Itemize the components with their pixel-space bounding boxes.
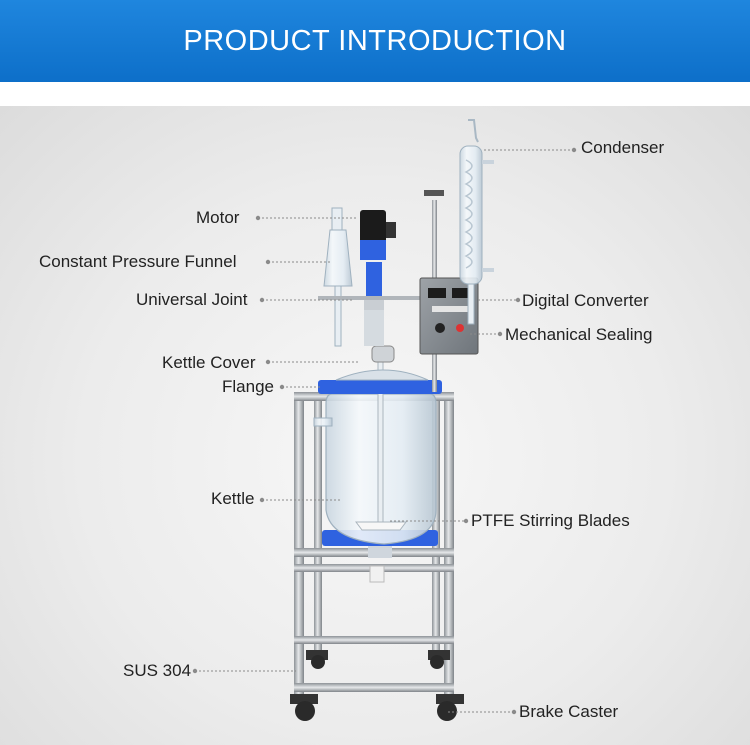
kettle-cover: [335, 369, 429, 381]
label-motor: Motor: [196, 208, 240, 227]
label-brake-caster: Brake Caster: [519, 702, 619, 721]
label-sus-304: SUS 304: [123, 661, 192, 680]
label-ptfe-stirring-blades: PTFE Stirring Blades: [471, 511, 630, 530]
label-kettle: Kettle: [211, 489, 255, 508]
top-flange: [318, 380, 442, 394]
casters: [290, 650, 464, 721]
condenser-column: [459, 119, 494, 325]
leader-dots: [192, 147, 577, 715]
digital-control-box: [419, 277, 479, 355]
label-kettle-cover: Kettle Cover: [162, 353, 256, 372]
label-condenser: Condenser: [581, 138, 665, 157]
page-title: PRODUCT INTRODUCTION: [183, 24, 567, 57]
label-constant-pressure-funnel: Constant Pressure Funnel: [39, 252, 237, 271]
label-universal-joint: Universal Joint: [136, 290, 248, 309]
leader-lines: [195, 149, 574, 713]
motor-unit: [360, 210, 396, 346]
label-mechanical-sealing: Mechanical Sealing: [505, 325, 653, 344]
pressure-funnel: [323, 207, 353, 347]
stirring-blades: [355, 521, 407, 531]
label-flange: Flange: [222, 377, 274, 396]
header-banner: PRODUCT INTRODUCTION: [0, 0, 750, 82]
label-digital-converter: Digital Converter: [522, 291, 649, 310]
